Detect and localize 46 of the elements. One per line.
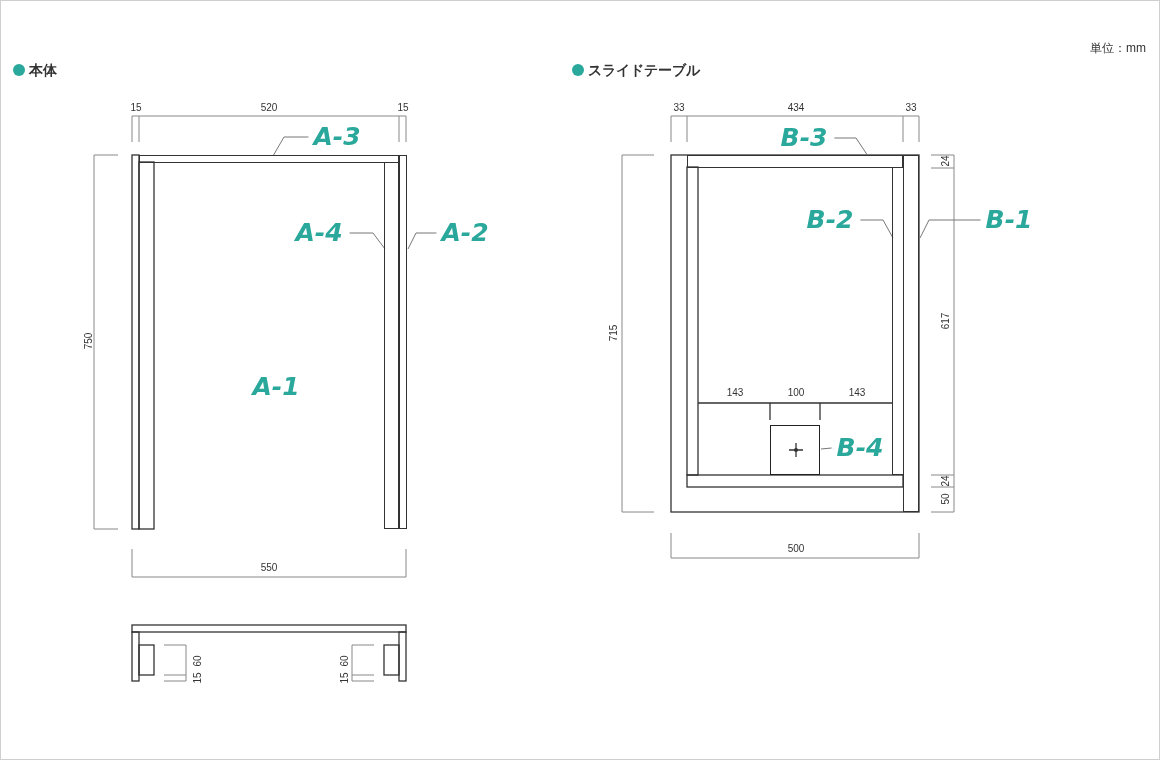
part-label: A-1 bbox=[252, 373, 300, 399]
leader-line bbox=[833, 137, 869, 157]
dimension-value: 550 bbox=[260, 563, 278, 573]
leader-line bbox=[919, 219, 982, 239]
frame-member bbox=[384, 162, 399, 529]
frame-member bbox=[399, 155, 407, 529]
dimension-value: 24 bbox=[941, 475, 951, 487]
part-label: B-4 bbox=[830, 434, 890, 460]
part-label: A-4 bbox=[289, 219, 349, 245]
dimension-value: 750 bbox=[84, 332, 94, 350]
dimension-value: 434 bbox=[787, 103, 805, 113]
dimension-value: 33 bbox=[673, 103, 685, 113]
leader-line bbox=[349, 232, 386, 250]
dimension-value: 500 bbox=[787, 544, 805, 554]
dimension-value: 60 bbox=[340, 655, 350, 667]
dimension-value: 15 bbox=[193, 672, 203, 684]
part-label: B-2 bbox=[800, 206, 860, 232]
dimension-value: 33 bbox=[905, 103, 917, 113]
dimension-value: 50 bbox=[941, 493, 951, 505]
dimension-value: 520 bbox=[260, 103, 278, 113]
part-label: A-3 bbox=[307, 123, 367, 149]
frame-member bbox=[687, 155, 903, 168]
leader-line bbox=[272, 136, 309, 157]
frame-member bbox=[892, 167, 904, 475]
frame-member bbox=[139, 155, 399, 163]
frame-member bbox=[903, 155, 919, 512]
dimension-value: 60 bbox=[193, 655, 203, 667]
leader-line bbox=[820, 447, 833, 450]
part-label: A-2 bbox=[435, 219, 495, 245]
part-label: B-1 bbox=[979, 206, 1039, 232]
section-heading: スライドテーブル bbox=[588, 63, 700, 77]
dimension-value: 15 bbox=[130, 103, 142, 113]
dimension-value: 100 bbox=[787, 388, 805, 398]
dimension-value: 24 bbox=[941, 155, 951, 167]
dimension-value: 15 bbox=[340, 672, 350, 684]
dimension-value: 143 bbox=[848, 388, 866, 398]
part-label: B-3 bbox=[774, 124, 834, 150]
dimension-value: 143 bbox=[726, 388, 744, 398]
unit-note: 単位：mm bbox=[1090, 42, 1146, 54]
leader-line bbox=[407, 232, 437, 250]
dimension-value: 715 bbox=[609, 324, 619, 342]
section-heading: 本体 bbox=[29, 63, 57, 77]
square-block bbox=[770, 425, 820, 475]
dimension-value: 617 bbox=[941, 312, 951, 330]
leader-line bbox=[859, 219, 894, 239]
dimension-value: 15 bbox=[397, 103, 409, 113]
